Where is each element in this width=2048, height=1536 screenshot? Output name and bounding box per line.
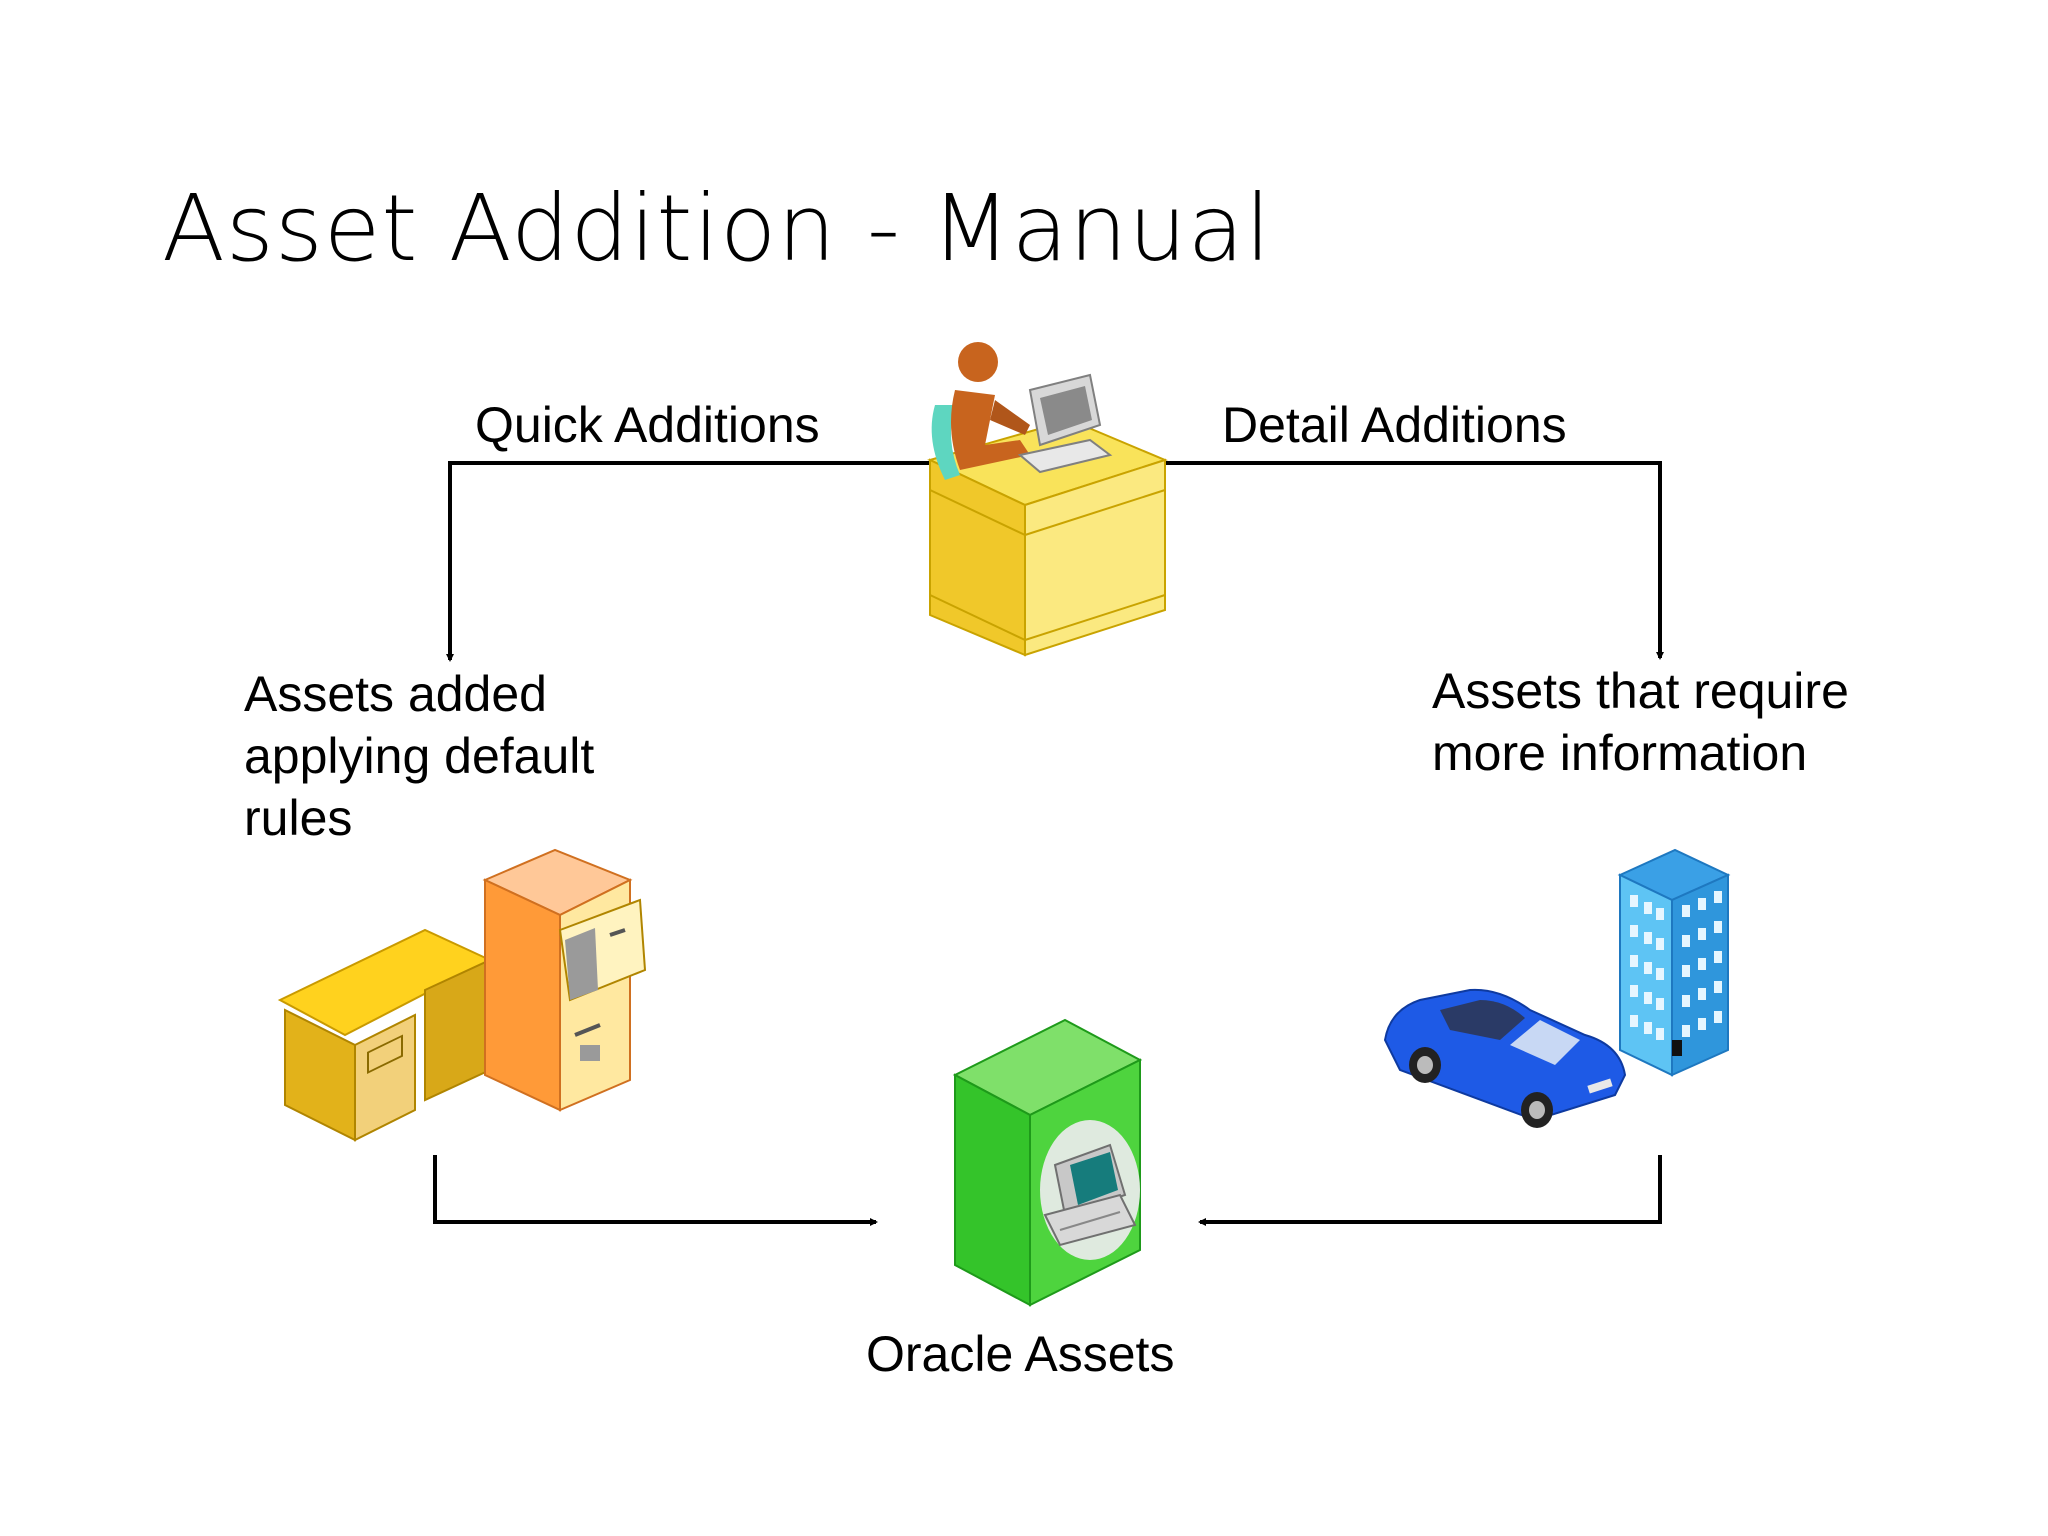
- connector-lines: [433, 461, 1664, 1226]
- detail-additions-label: Detail Additions: [1222, 397, 1567, 453]
- detail-additions-arrow: [1165, 461, 1664, 660]
- page-title: Asset Addition - Manual: [162, 175, 1272, 282]
- quick-additions-arrow: [446, 461, 935, 662]
- office-building-icon: [1617, 848, 1731, 1077]
- default-rules-label: Assets added applying default rules: [244, 666, 595, 846]
- quick-additions-label: Quick Additions: [475, 397, 820, 453]
- clerk-at-desk-icon: [927, 342, 1168, 657]
- more-info-to-oracle-arrow: [1198, 1155, 1662, 1226]
- more-information-label: Assets that require more information: [1432, 663, 1849, 781]
- oracle-assets-label: Oracle Assets: [866, 1326, 1175, 1382]
- car-icon: [1383, 988, 1627, 1128]
- oracle-server-icon: [952, 1018, 1143, 1307]
- default-to-oracle-arrow: [433, 1155, 878, 1226]
- office-furniture-icon: [277, 848, 647, 1142]
